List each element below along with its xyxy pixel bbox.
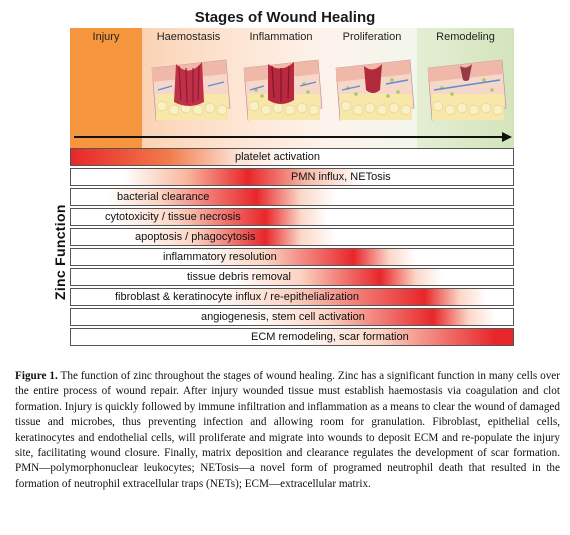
timeline-arrow [74,132,512,142]
bar-ecm-remodeling: ECM remodeling, scar formation [70,328,514,346]
figure-caption-text: The function of zinc throughout the stag… [15,370,560,490]
stage-injury: Injury [70,28,142,148]
bar-pmn-influx: PMN influx, NETosis [70,168,514,186]
skin-illustration-remodeling [427,59,507,121]
skin-illustration-haemostasis [151,59,231,121]
bar-platelet-activation: platelet activation [70,148,514,166]
bar-label: ECM remodeling, scar formation [251,331,409,343]
stage-label: Remodeling [436,31,495,43]
bar-label: tissue debris removal [187,271,291,283]
stage-label: Inflammation [249,31,313,43]
skin-illustration-proliferation [335,59,415,121]
bar-label: angiogenesis, stem cell activation [201,311,365,323]
bar-angiogenesis: angiogenesis, stem cell activation [70,308,514,326]
figure-title: Stages of Wound Healing [194,9,376,26]
bar-label: PMN influx, NETosis [291,171,391,183]
stage-label: Injury [92,31,120,43]
bar-inflammatory-resolution: inflammatory resolution [70,248,514,266]
skin-illustration-inflammation [243,59,323,121]
bar-bacterial-clearance: bacterial clearance [70,188,514,206]
stage-label: Proliferation [342,31,402,43]
bar-cytotoxicity: cytotoxicity / tissue necrosis [70,208,514,226]
bar-label: bacterial clearance [117,191,210,203]
zinc-function-axis-label: Zinc Function [52,204,68,300]
stage-label: Haemostasis [156,31,221,43]
bar-label: inflammatory resolution [163,251,277,263]
bar-apoptosis: apoptosis / phagocytosis [70,228,514,246]
bar-label: cytotoxicity / tissue necrosis [105,211,241,223]
figure-caption: Figure 1. The function of zinc throughou… [15,369,560,492]
bar-fibroblast-influx: fibroblast & keratinocyte influx / re-ep… [70,288,514,306]
stage-header: Injury Haemostasis Inflammation Prolifer… [70,28,514,148]
bar-label: fibroblast & keratinocyte influx / re-ep… [115,291,359,303]
figure-caption-label: Figure 1. [15,370,58,382]
bar-label: apoptosis / phagocytosis [135,231,256,243]
bar-label: platelet activation [235,151,320,163]
bar-tissue-debris-removal: tissue debris removal [70,268,514,286]
